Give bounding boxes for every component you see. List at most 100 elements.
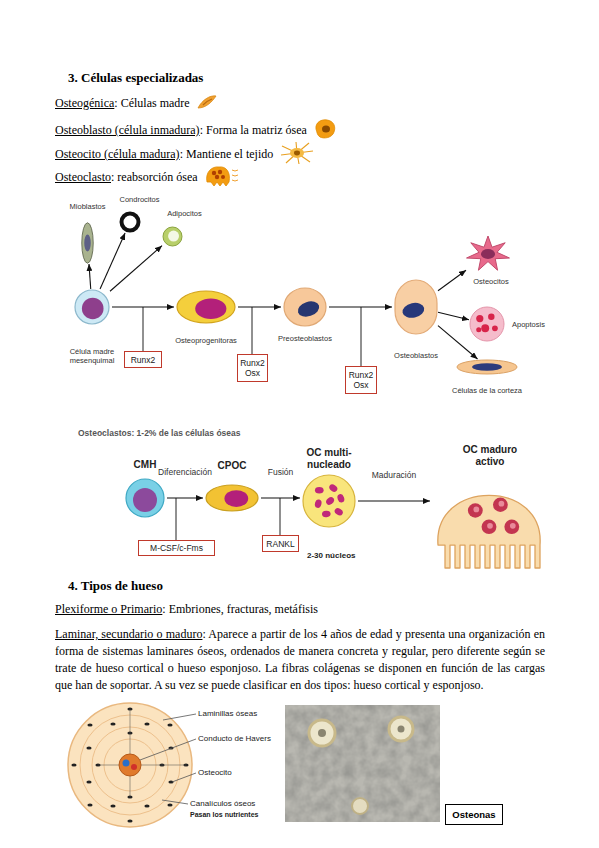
- cell-outline: [162, 226, 183, 247]
- cell-outline: [205, 484, 259, 512]
- cell-outline: [469, 306, 505, 342]
- cell-label: Osteocitos: [456, 277, 526, 286]
- cell-label: Apoptosis: [512, 320, 582, 329]
- text-line: Osteoclasto: reabsorción ósea: [55, 164, 242, 192]
- edge-label: Diferenciación: [158, 467, 212, 477]
- cell-label: Célula madre mesenquimal: [52, 347, 132, 365]
- cell-outline: [74, 289, 110, 325]
- term: Osteocito (célula madura): [55, 147, 180, 161]
- arrow-connector: [112, 306, 174, 307]
- factor-box: Runx2: [124, 351, 162, 368]
- label-text: : Células madre: [114, 96, 189, 110]
- label-text: : Forma la matriz ósea: [200, 123, 307, 137]
- leader-lines: [140, 714, 196, 804]
- factor-box: RANKL: [262, 535, 299, 552]
- osteoclast-cell: OC maduro activo: [432, 474, 546, 570]
- cell-label: OC maduro activo: [459, 444, 521, 468]
- cell-label: Preosteoblastos: [260, 334, 350, 343]
- cell-label: Condrocitos: [107, 195, 172, 204]
- node-text: Runx2 Osx: [346, 370, 376, 390]
- text-line: Pasan los nutrientes: [190, 810, 258, 820]
- arrow-connector: [438, 312, 469, 319]
- osteon-schematic: [68, 703, 192, 827]
- text-line: Osteogénica: Células madre: [55, 94, 218, 114]
- cell-label: Adipocitos: [152, 209, 217, 218]
- cell-outline: [456, 359, 518, 375]
- arrow-connector: [238, 306, 281, 307]
- lining-cell: Células de la corteza: [456, 359, 518, 375]
- text-line: 2-30 núcleos: [307, 551, 355, 561]
- cell-icon: [313, 118, 337, 144]
- apoptotic-cell: Apoptosis: [469, 306, 505, 342]
- text-line: Conducto de Havers: [198, 734, 271, 744]
- term: Osteoclasto: [55, 170, 111, 184]
- edge-label: Maduración: [372, 470, 416, 480]
- cell-icon: [204, 164, 242, 192]
- chondrocyte-cell: Condrocitos: [119, 211, 141, 233]
- text-line: Osteocito (célula madura): Mantiene el t…: [55, 141, 315, 169]
- adipocyte-cell: Adipocitos: [162, 226, 183, 247]
- term: Osteoblasto (célula inmadura): [55, 123, 200, 137]
- cell-outline: [119, 211, 141, 233]
- factor-box: M-CSF/c-Fms: [138, 540, 215, 556]
- arrow-connector: [89, 264, 91, 289]
- stem-cell: CMH: [125, 478, 165, 518]
- cell-outline: [302, 474, 356, 528]
- osteoprogenitor-cell: Osteoprogenitoras: [176, 290, 236, 324]
- arrow-connector: [261, 497, 300, 498]
- text-line: Laminillas óseas: [198, 709, 257, 719]
- label-text: : reabsorción ósea: [111, 170, 198, 184]
- text-line: Osteocito: [198, 768, 232, 778]
- cell-label: Células de la corteza: [442, 386, 532, 395]
- text-line: Osteoclastos: 1-2% de las células óseas: [78, 426, 241, 441]
- micrograph: [285, 705, 440, 822]
- label-text: : Mantiene el tejido: [180, 147, 274, 161]
- body-paragraph: Laminar, secundario o maduro: Aparece a …: [55, 626, 545, 694]
- arrow-connector: [110, 246, 162, 292]
- section-heading: 4. Tipos de hueso: [68, 578, 163, 593]
- arrow-connector: [329, 306, 392, 307]
- cell-outline: [466, 236, 510, 272]
- node-text: Runx2: [131, 355, 156, 365]
- label-text: : Embriones, fracturas, metáfisis: [162, 602, 318, 616]
- osteoblast-cell: Osteoblastos: [394, 279, 438, 335]
- cell-outline: [432, 474, 546, 570]
- cell-outline: [125, 478, 165, 518]
- cell-outline: [283, 287, 327, 327]
- label-text: 4. Tipos de hueso: [68, 578, 163, 593]
- cell-outline: [81, 222, 94, 264]
- factor-box: Runx2 Osx: [237, 354, 268, 382]
- label-text: Laminillas óseas: [198, 709, 257, 718]
- preosteoblast-cell: Preosteoblastos: [283, 287, 327, 327]
- arrow-connector: [167, 497, 203, 498]
- factor-box: Runx2 Osx: [345, 366, 377, 394]
- precursor-cell: CPOC: [205, 484, 259, 512]
- text-line: Plexiforme o Primario: Embriones, fractu…: [55, 602, 318, 617]
- cell-outline: [176, 290, 236, 324]
- text-line: Canalículos óseos: [190, 799, 255, 809]
- label-text: Conducto de Havers: [198, 734, 271, 743]
- label-text: 2-30 núcleos: [307, 551, 355, 560]
- node-text: M-CSF/c-Fms: [150, 543, 203, 553]
- term: Osteogénica: [55, 96, 114, 110]
- label-text: Osteocito: [198, 768, 232, 777]
- cell-outline: [394, 279, 438, 335]
- label-text: 3. Células especializadas: [68, 70, 203, 85]
- cell-icon: [279, 141, 315, 169]
- section-heading: 3. Células especializadas: [68, 70, 203, 85]
- label-text: Canalículos óseos: [190, 799, 255, 808]
- arrow-connector: [100, 233, 125, 289]
- label-text: Pasan los nutrientes: [190, 811, 258, 818]
- cell-label: Osteoprogenitoras: [161, 336, 251, 345]
- arrow-connector: [358, 500, 430, 501]
- stem-cell: Célula madre mesenquimal: [74, 289, 110, 325]
- arrow-connector: [438, 326, 478, 359]
- node-text: Osteonas: [452, 809, 495, 820]
- term: Laminar, secundario o maduro: [55, 627, 202, 641]
- factor-stems: [143, 307, 361, 540]
- arrow-connector: [438, 270, 466, 291]
- edge-label: Fusión: [268, 467, 294, 477]
- node-text: RANKL: [266, 539, 294, 549]
- cell-label: OC multi-nucleado: [301, 447, 357, 471]
